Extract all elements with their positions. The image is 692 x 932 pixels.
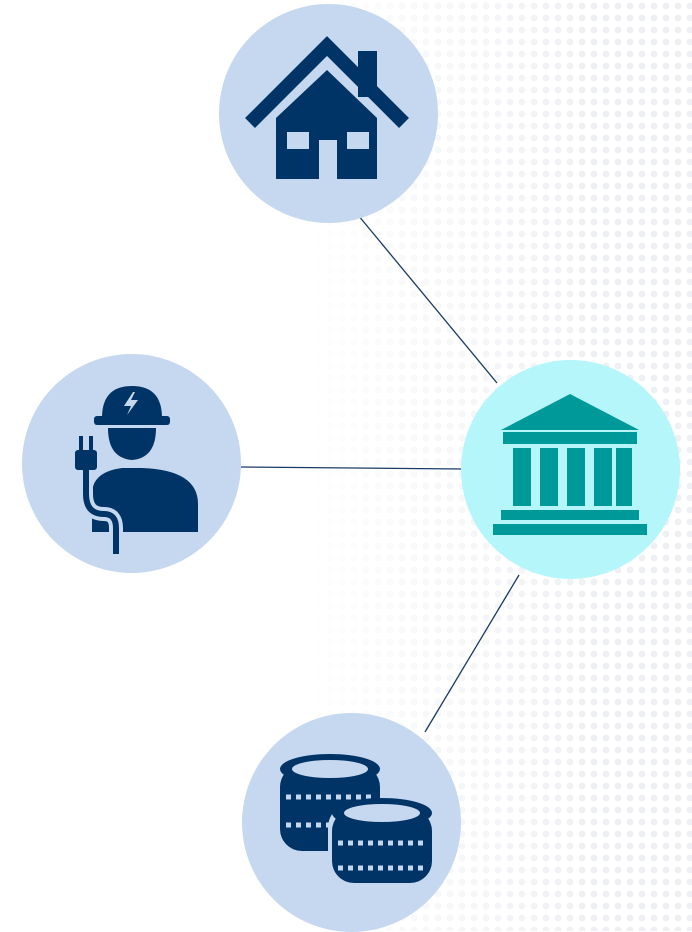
coins-icon [280, 754, 436, 887]
coins-node [242, 713, 461, 932]
bank-icon [493, 394, 647, 535]
worker-node [22, 354, 241, 573]
electrician-icon [75, 386, 198, 554]
bank-hub-node [461, 360, 680, 579]
edge-worker-bank [240, 466, 463, 470]
edge-home-bank [357, 214, 498, 384]
home-node [219, 4, 438, 223]
edge-coins-bank [424, 574, 520, 733]
house-icon [245, 36, 409, 179]
